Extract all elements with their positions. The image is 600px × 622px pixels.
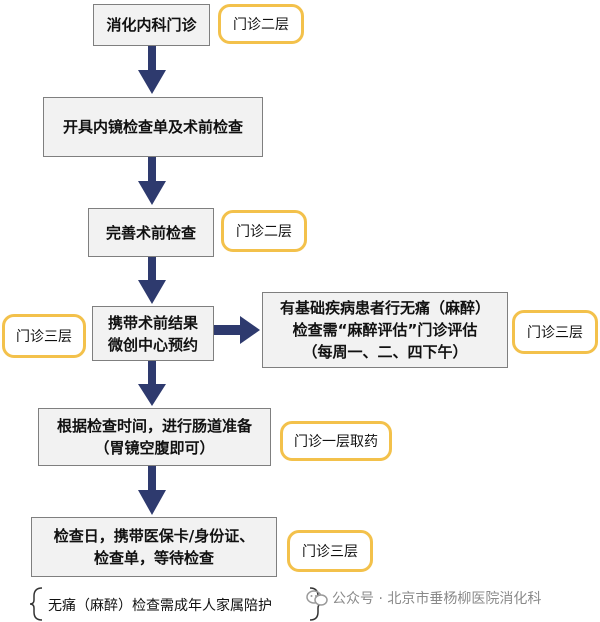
location-tag-step4-text: 门诊三层 xyxy=(16,329,72,345)
step-1-text: 消化内科门诊 xyxy=(106,16,197,34)
wechat-icon xyxy=(306,590,328,606)
step-box-3: 完善术前检查 xyxy=(88,208,214,257)
arrow-down-1 xyxy=(138,46,166,94)
arrow-right xyxy=(214,316,260,344)
step-2-text: 开具内镜检查单及术前检查 xyxy=(62,118,243,136)
location-tag-step3: 门诊二层 xyxy=(221,210,307,252)
step-3-text: 完善术前检查 xyxy=(105,223,196,242)
watermark: 公众号 · 北京市垂杨柳医院消化科 xyxy=(306,588,541,608)
footer-note: 无痛（麻醉）检查需成年人家属陪护 xyxy=(48,598,272,614)
location-tag-step6: 门诊三层 xyxy=(287,530,373,572)
location-tag-step6-text: 门诊三层 xyxy=(302,544,358,560)
anesthesia-eval-line2: 检查需“麻醉评估”门诊评估 xyxy=(292,321,478,339)
location-tag-anesthesia: 门诊三层 xyxy=(512,310,598,354)
location-tag-step3-text: 门诊二层 xyxy=(236,224,292,240)
location-tag-anesthesia-text: 门诊三层 xyxy=(527,325,583,341)
step-5-line1: 根据检查时间，进行肠道准备 xyxy=(56,417,252,435)
step-4-line2: 微创中心预约 xyxy=(107,335,198,354)
step-5-line2: （胃镜空腹即可） xyxy=(94,439,215,457)
location-tag-step5: 门诊一层取药 xyxy=(280,421,392,461)
anesthesia-eval-box: 有基础疾病患者行无痛（麻醉） 检查需“麻醉评估”门诊评估 （每周一、二、四下午） xyxy=(262,292,508,368)
location-tag-step4: 门诊三层 xyxy=(2,314,86,358)
step-6-line1: 检查日，携带医保卡/身份证、 xyxy=(53,527,255,545)
anesthesia-eval-line1: 有基础疾病患者行无痛（麻醉） xyxy=(279,299,490,317)
step-6-line2: 检查单，等待检查 xyxy=(93,549,214,567)
step-box-4: 携带术前结果 微创中心预约 xyxy=(92,306,214,361)
step-4-line1: 携带术前结果 xyxy=(107,313,198,332)
arrow-down-5 xyxy=(138,466,166,515)
location-tag-step1-text: 门诊二层 xyxy=(233,17,289,33)
location-tag-step1: 门诊二层 xyxy=(218,4,304,44)
arrow-down-2 xyxy=(138,157,166,205)
arrow-down-3 xyxy=(138,257,166,304)
location-tag-step5-text: 门诊一层取药 xyxy=(294,434,378,450)
watermark-text: 公众号 · 北京市垂杨柳医院消化科 xyxy=(332,591,542,607)
step-box-6: 检查日，携带医保卡/身份证、 检查单，等待检查 xyxy=(31,517,277,577)
step-box-2: 开具内镜检查单及术前检查 xyxy=(43,97,263,157)
anesthesia-eval-line3: （每周一、二、四下午） xyxy=(302,343,468,361)
step-box-1: 消化内科门诊 xyxy=(93,4,210,46)
arrow-down-4 xyxy=(138,361,166,406)
step-box-5: 根据检查时间，进行肠道准备 （胃镜空腹即可） xyxy=(38,408,271,466)
